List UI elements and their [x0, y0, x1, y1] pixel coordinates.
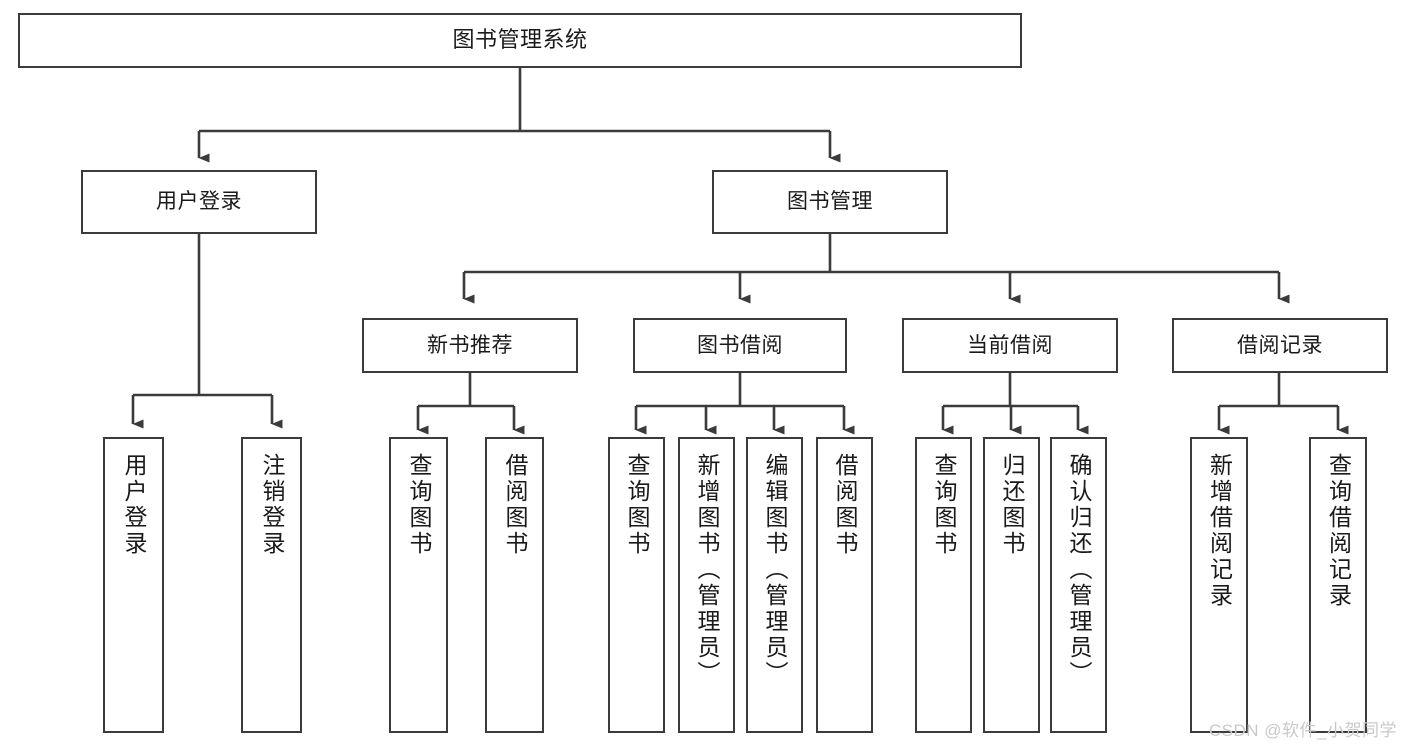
- node-user-login[interactable]: 用户登录: [81, 170, 317, 234]
- leaf-logout[interactable]: 注销登录: [241, 437, 302, 733]
- node-label: 注销登录: [259, 453, 285, 557]
- node-label: 借阅图书: [832, 453, 858, 557]
- node-label: 归还图书: [999, 453, 1025, 557]
- leaf-add-book-admin[interactable]: 新增图书（管理员）: [678, 437, 735, 733]
- node-label: 查询借阅记录: [1325, 453, 1352, 609]
- node-label: 编辑图书（管理员）: [762, 453, 788, 687]
- leaf-confirm-return-admin[interactable]: 确认归还（管理员）: [1050, 437, 1107, 733]
- leaf-add-borrow-record[interactable]: 新增借阅记录: [1190, 437, 1248, 733]
- node-label: 用户登录: [121, 453, 147, 557]
- node-book-management[interactable]: 图书管理: [712, 170, 948, 234]
- leaf-query-book-recommend[interactable]: 查询图书: [389, 437, 448, 733]
- node-label: 查询图书: [406, 453, 432, 557]
- node-label: 当前借阅: [967, 333, 1053, 357]
- leaf-query-book-borrow[interactable]: 查询图书: [608, 437, 665, 733]
- leaf-query-borrow-record[interactable]: 查询借阅记录: [1309, 437, 1367, 733]
- node-label: 确认归还（管理员）: [1066, 453, 1092, 687]
- leaf-borrow-book-recommend[interactable]: 借阅图书: [485, 437, 544, 733]
- node-label: 图书管理: [787, 190, 873, 214]
- leaf-user-login[interactable]: 用户登录: [103, 437, 164, 733]
- node-book-borrow[interactable]: 图书借阅: [633, 318, 847, 373]
- node-label: 图书管理系统: [452, 27, 588, 53]
- node-borrow-records[interactable]: 借阅记录: [1172, 318, 1388, 373]
- node-label: 用户登录: [156, 190, 242, 214]
- leaf-query-book-current[interactable]: 查询图书: [915, 437, 972, 733]
- leaf-return-book[interactable]: 归还图书: [983, 437, 1040, 733]
- node-label: 图书借阅: [697, 333, 783, 357]
- node-label: 借阅图书: [502, 453, 528, 557]
- node-label: 新书推荐: [427, 333, 513, 357]
- node-label: 新增借阅记录: [1206, 453, 1233, 609]
- watermark-text: CSDN @软件_小贺同学: [1208, 721, 1397, 740]
- node-label: 新增图书（管理员）: [694, 453, 720, 687]
- leaf-borrow-book[interactable]: 借阅图书: [816, 437, 873, 733]
- node-current-borrow[interactable]: 当前借阅: [902, 318, 1118, 373]
- leaf-edit-book-admin[interactable]: 编辑图书（管理员）: [746, 437, 803, 733]
- node-new-book-recommend[interactable]: 新书推荐: [362, 318, 578, 373]
- node-label: 借阅记录: [1237, 333, 1323, 357]
- node-root-system[interactable]: 图书管理系统: [18, 13, 1022, 68]
- node-label: 查询图书: [931, 453, 957, 557]
- node-label: 查询图书: [624, 453, 650, 557]
